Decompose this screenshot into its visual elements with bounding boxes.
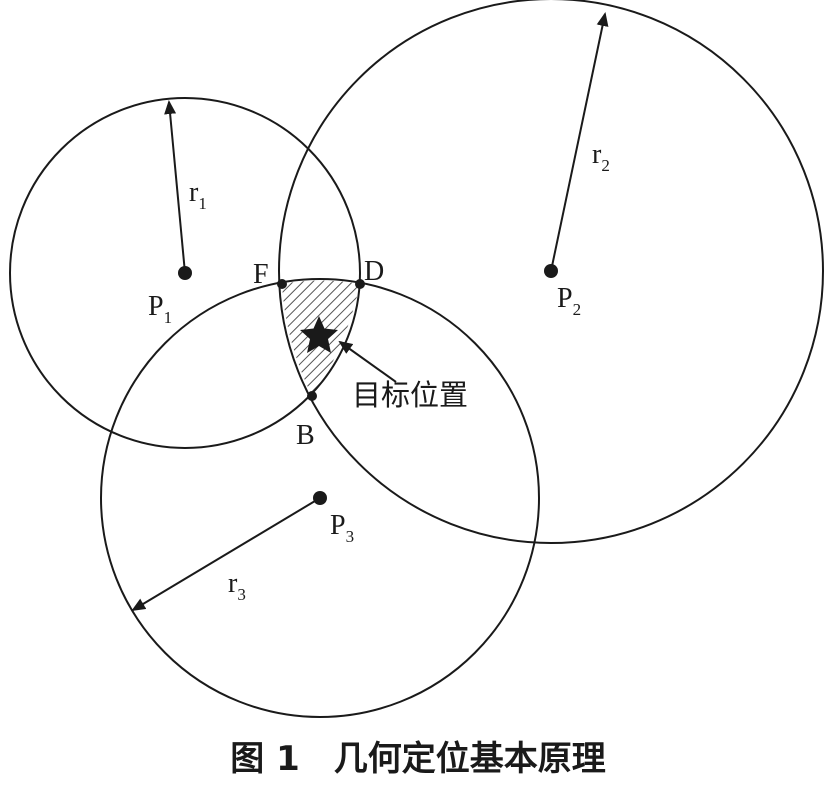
label-r1: r1: [189, 177, 207, 213]
center-dot-p1: [178, 266, 192, 280]
circle-p2: [278, 0, 824, 544]
circle-p1: [9, 97, 361, 449]
radius-arrow-r1: [164, 100, 186, 274]
intersection-dot-b: [307, 391, 317, 401]
intersection-dot-f: [277, 279, 287, 289]
star-icon: [300, 316, 338, 353]
label-f: F: [253, 259, 269, 290]
label-r2: r2: [592, 139, 610, 175]
center-dot-p2: [544, 264, 558, 278]
center-dot-p3: [313, 491, 327, 505]
figure-number: 图 1: [230, 739, 300, 779]
circle-p3: [100, 278, 540, 718]
radius-arrow-r3: [131, 497, 321, 612]
label-r3: r3: [228, 568, 246, 604]
label-p1: P1: [148, 291, 172, 327]
figure-title: 几何定位基本原理: [334, 739, 606, 779]
target-pointer-arrow: [338, 340, 397, 383]
intersection-dot-d: [355, 279, 365, 289]
figure-caption: 图 1 几何定位基本原理: [230, 739, 606, 779]
target-label: 目标位置: [352, 378, 468, 412]
radius-arrow-r2: [550, 12, 609, 272]
label-d: D: [364, 256, 384, 287]
label-b: B: [296, 420, 315, 451]
label-p3: P3: [330, 510, 354, 546]
label-p2: P2: [557, 283, 581, 319]
